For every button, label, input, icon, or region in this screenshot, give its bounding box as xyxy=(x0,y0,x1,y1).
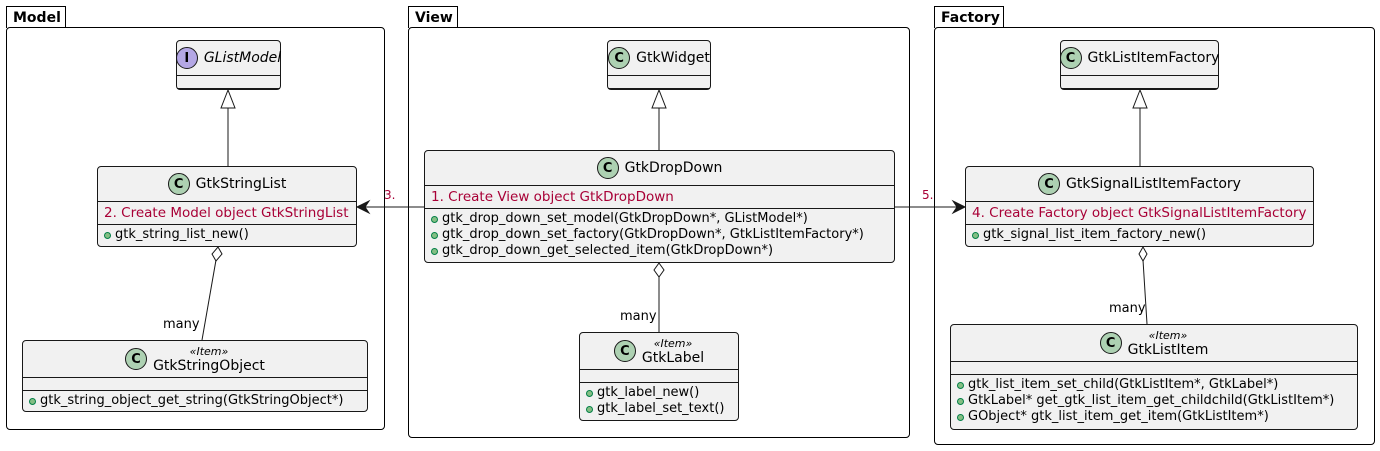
edge-label-many-factory: many xyxy=(1109,301,1146,316)
public-method-icon xyxy=(586,405,593,413)
public-method-icon xyxy=(431,215,438,223)
triangle-head-glistmodel xyxy=(220,88,236,109)
class-badge-icon: C xyxy=(167,173,190,195)
class-note: 4. Create Factory object GtkSignalListIt… xyxy=(972,205,1307,221)
public-method-icon xyxy=(29,397,36,405)
class-stereotype: «Item» xyxy=(189,345,229,358)
triangle-head-gtkwidget xyxy=(651,88,667,109)
interface-badge-icon: I xyxy=(175,47,198,69)
method: GtkLabel* get_gtk_list_item_get_childchi… xyxy=(968,393,1335,408)
diamond-stringlist xyxy=(211,246,223,262)
class-badge-icon: C xyxy=(596,157,619,179)
method: gtk_drop_down_get_selected_item(GtkDropD… xyxy=(442,243,774,258)
edge-signal-listitem xyxy=(1142,259,1148,325)
public-method-icon xyxy=(104,231,111,239)
class-name: GtkSignalListItemFactory xyxy=(1066,176,1241,192)
method: GObject* gtk_list_item_get_item(GtkListI… xyxy=(968,409,1269,424)
class-badge-icon: C xyxy=(608,47,631,69)
class-name: GtkLabel xyxy=(641,350,705,366)
method: gtk_signal_list_item_factory_new() xyxy=(983,227,1207,242)
class-name: GtkWidget xyxy=(636,50,710,66)
method: gtk_label_new() xyxy=(597,385,700,400)
diamond-dropdown xyxy=(653,262,665,278)
diamond-signal xyxy=(1138,245,1148,263)
method: gtk_list_item_set_child(GtkListItem*, Gt… xyxy=(968,377,1279,392)
package-tab-view: View xyxy=(408,6,458,28)
public-method-icon xyxy=(431,231,438,239)
class-note: 1. Create View object GtkDropDown xyxy=(431,189,674,205)
class-gtkwidget: C GtkWidget xyxy=(607,40,711,90)
method: gtk_drop_down_set_factory(GtkDropDown*, … xyxy=(442,227,864,242)
class-note: 2. Create Model object GtkStringList xyxy=(104,205,349,221)
class-name: GtkStringList xyxy=(195,176,287,192)
class-gtkstringobject: C «Item» GtkStringObject gtk_string_obje… xyxy=(22,340,368,412)
class-name: GtkDropDown xyxy=(624,160,723,176)
public-method-icon xyxy=(957,397,964,405)
method: gtk_label_set_text() xyxy=(597,401,725,416)
class-badge-icon: C xyxy=(1099,332,1122,354)
arrowhead-signalfactory xyxy=(951,199,967,215)
edge-label-step3: 3. xyxy=(384,188,396,202)
public-method-icon xyxy=(431,247,438,255)
class-glistmodel: I GListModel xyxy=(175,40,282,90)
public-method-icon xyxy=(586,389,593,397)
method: gtk_drop_down_set_model(GtkDropDown*, GL… xyxy=(442,211,808,226)
method: gtk_string_object_get_string(GtkStringOb… xyxy=(40,393,344,408)
edge-label-many-view: many xyxy=(620,309,657,324)
public-method-icon xyxy=(972,231,979,239)
class-gtkdropdown: C GtkDropDown 1. Create View object GtkD… xyxy=(424,150,895,263)
class-gtklistitem: C «Item» GtkListItem gtk_list_item_set_c… xyxy=(950,324,1358,430)
edge-label-many-model: many xyxy=(163,317,200,332)
public-method-icon xyxy=(957,381,964,389)
class-gtklabel: C «Item» GtkLabel gtk_label_new() gtk_la… xyxy=(579,332,739,421)
edge-label-step5: 5. xyxy=(922,188,934,202)
class-gtksignallistitemfactory: C GtkSignalListItemFactory 4. Create Fac… xyxy=(965,166,1314,247)
class-stereotype: «Item» xyxy=(1148,329,1188,342)
class-name: GListModel xyxy=(203,50,282,66)
package-tab-model: Model xyxy=(6,6,66,28)
edge-stringlist-stringobject xyxy=(201,259,217,341)
arrowhead-stringlist xyxy=(355,199,371,215)
class-name: GtkListItemFactory xyxy=(1087,50,1220,66)
class-badge-icon: C xyxy=(613,340,636,362)
class-badge-icon: C xyxy=(1059,47,1082,69)
class-name: GtkListItem xyxy=(1127,342,1209,358)
class-badge-icon: C xyxy=(1038,173,1061,195)
package-tab-factory: Factory xyxy=(934,6,1004,28)
triangle-head-listitemfactory xyxy=(1132,88,1148,109)
class-name: GtkStringObject xyxy=(153,358,265,374)
public-method-icon xyxy=(957,413,964,421)
class-badge-icon: C xyxy=(125,348,148,370)
class-stereotype: «Item» xyxy=(653,337,693,350)
class-gtklistitemfactory: C GtkListItemFactory xyxy=(1059,40,1220,90)
class-gtkstringlist: C GtkStringList 2. Create Model object G… xyxy=(97,166,357,247)
method: gtk_string_list_new() xyxy=(115,227,249,242)
